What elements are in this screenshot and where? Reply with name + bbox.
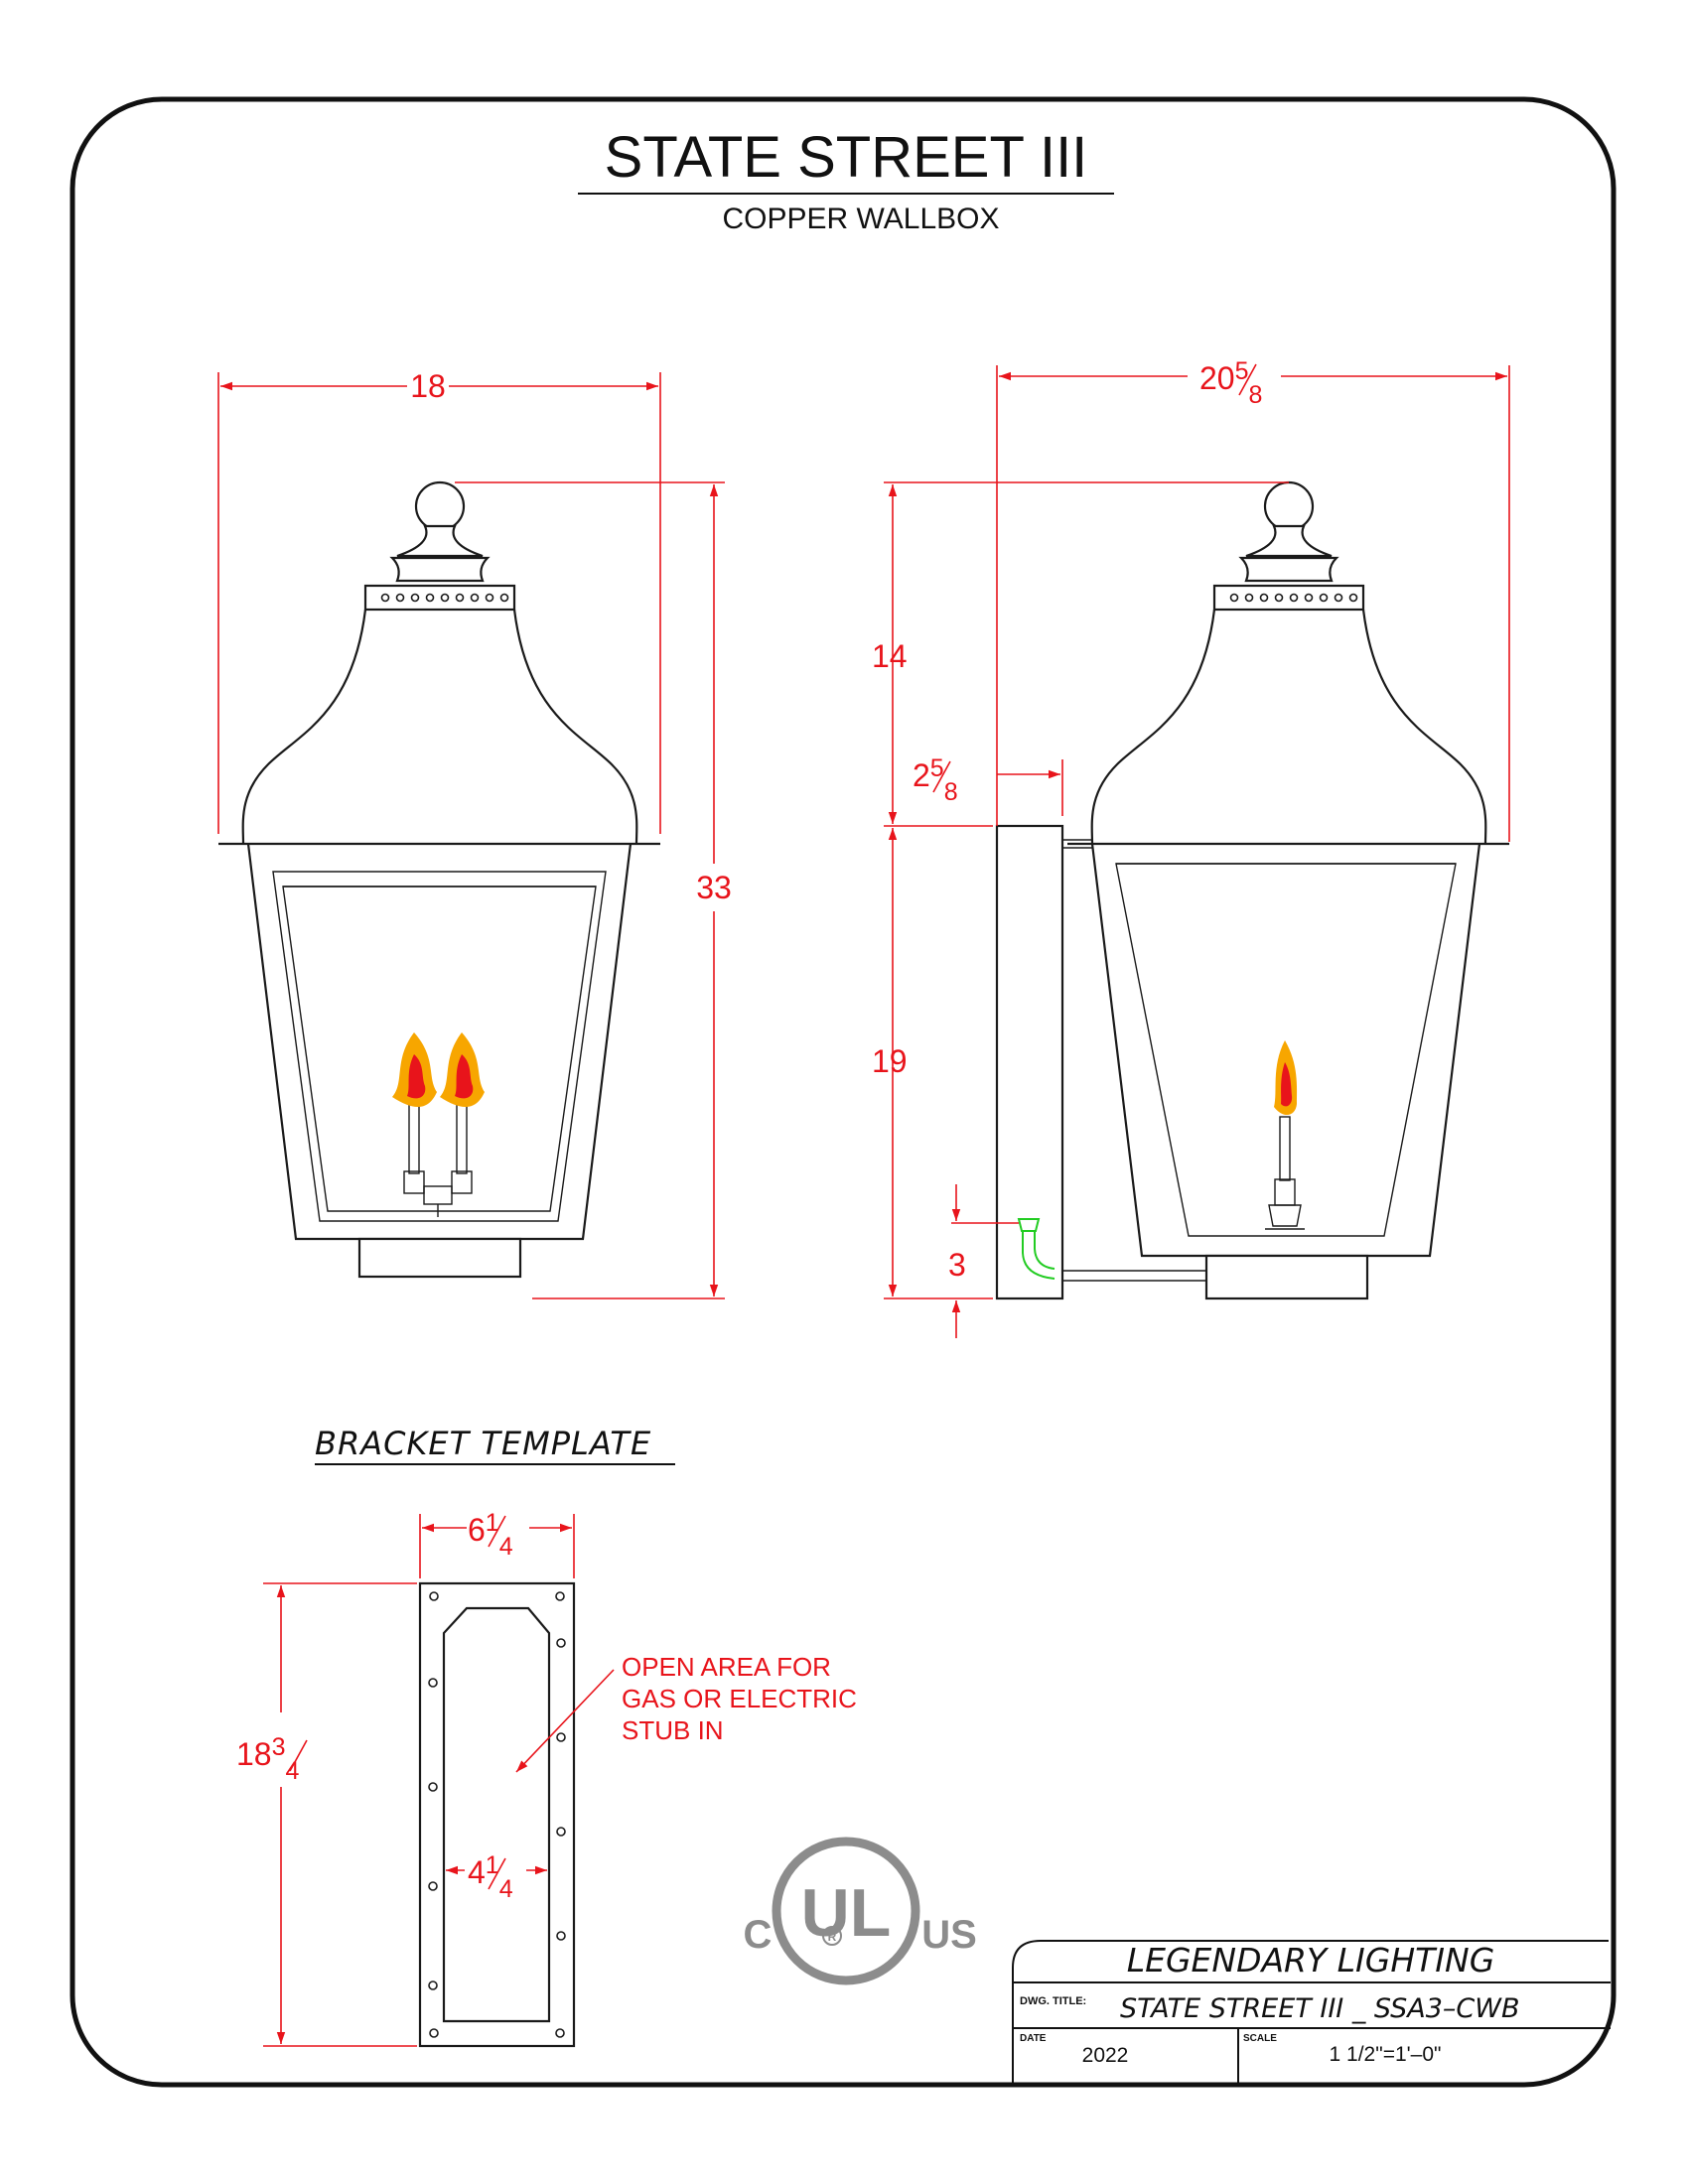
ul-registered-letter: R bbox=[828, 1930, 837, 1944]
template-width-dimension: 614 bbox=[419, 1509, 575, 1578]
side-height-dimensions: 14 19 bbox=[872, 481, 1289, 1299]
dim-side-depth: 2058 bbox=[1199, 357, 1262, 409]
gas-stub-fitting bbox=[1017, 1218, 1055, 1280]
dim-top-section: 14 bbox=[872, 638, 908, 674]
twin-burners bbox=[403, 1103, 473, 1217]
bracket-open-area bbox=[442, 1606, 551, 2023]
dim-stub-height: 3 bbox=[948, 1247, 966, 1283]
note-line-2: GAS OR ELECTRIC bbox=[622, 1684, 857, 1713]
registered-icon bbox=[822, 1926, 842, 1946]
dim-front-width: 18 bbox=[410, 368, 446, 404]
dim-arm-offset: 258 bbox=[913, 754, 958, 806]
company-name: LEGENDARY LIGHTING bbox=[1127, 1941, 1495, 1979]
dim-opening-width: 414 bbox=[468, 1851, 513, 1903]
lantern-base bbox=[357, 1237, 522, 1279]
dim-template-height: 1834 bbox=[236, 1733, 300, 1785]
ul-center-letters: UL bbox=[801, 1875, 892, 1951]
side-depth-dimension: 2058 bbox=[996, 357, 1510, 842]
note-line-1: OPEN AREA FOR bbox=[622, 1652, 831, 1682]
dwg-title-value: STATE STREET III _ SSA3–CWB bbox=[1120, 1993, 1519, 2024]
vent-band bbox=[363, 584, 516, 612]
sheet-border bbox=[70, 96, 1617, 2088]
side-view-lantern bbox=[995, 480, 1509, 1300]
open-area-note: OPEN AREA FOR GAS OR ELECTRIC STUB IN bbox=[515, 1652, 857, 1773]
date-label: DATE bbox=[1020, 2033, 1047, 2044]
note-line-3: STUB IN bbox=[622, 1715, 724, 1745]
drawing-subtitle: COPPER WALLBOX bbox=[723, 203, 1000, 235]
bell-top-left bbox=[241, 609, 367, 845]
ul-listing-mark: C UL R US bbox=[744, 1837, 977, 1985]
bell-top-right bbox=[512, 609, 638, 845]
twin-flames bbox=[392, 1032, 485, 1108]
opening-width-dimension: 414 bbox=[446, 1851, 547, 1903]
front-height-dimension: 33 bbox=[455, 481, 732, 1299]
ul-c-letter: C bbox=[744, 1913, 773, 1957]
dwg-title-label: DWG. TITLE: bbox=[1020, 1995, 1086, 2007]
dim-front-height: 33 bbox=[696, 870, 732, 905]
front-width-dimension: 18 bbox=[217, 368, 661, 834]
scale-value: 1 1/2"=1'–0" bbox=[1330, 2043, 1442, 2066]
bracket-template-plate bbox=[418, 1581, 576, 2048]
finial-base bbox=[396, 524, 484, 558]
drawing-title: STATE STREET III bbox=[605, 125, 1088, 190]
template-height-dimension: 1834 bbox=[236, 1582, 417, 2047]
bracket-template-heading: BRACKET TEMPLATE bbox=[315, 1425, 651, 1462]
arm-offset-dimension: 258 bbox=[913, 754, 1063, 816]
wall-box bbox=[995, 824, 1064, 1300]
finial-ball bbox=[414, 480, 466, 532]
lantern-body bbox=[246, 843, 633, 1241]
date-value: 2022 bbox=[1082, 2044, 1129, 2067]
ul-us-letters: US bbox=[921, 1913, 977, 1957]
title-block: LEGENDARY LIGHTING DWG. TITLE: STATE STR… bbox=[1012, 1940, 1611, 2085]
stub-height-dimension: 3 bbox=[948, 1184, 1019, 1338]
front-view-lantern bbox=[218, 480, 660, 1279]
dim-bottom-section: 19 bbox=[872, 1043, 908, 1079]
scale-label: SCALE bbox=[1243, 2033, 1277, 2044]
dim-template-width: 614 bbox=[468, 1509, 513, 1561]
